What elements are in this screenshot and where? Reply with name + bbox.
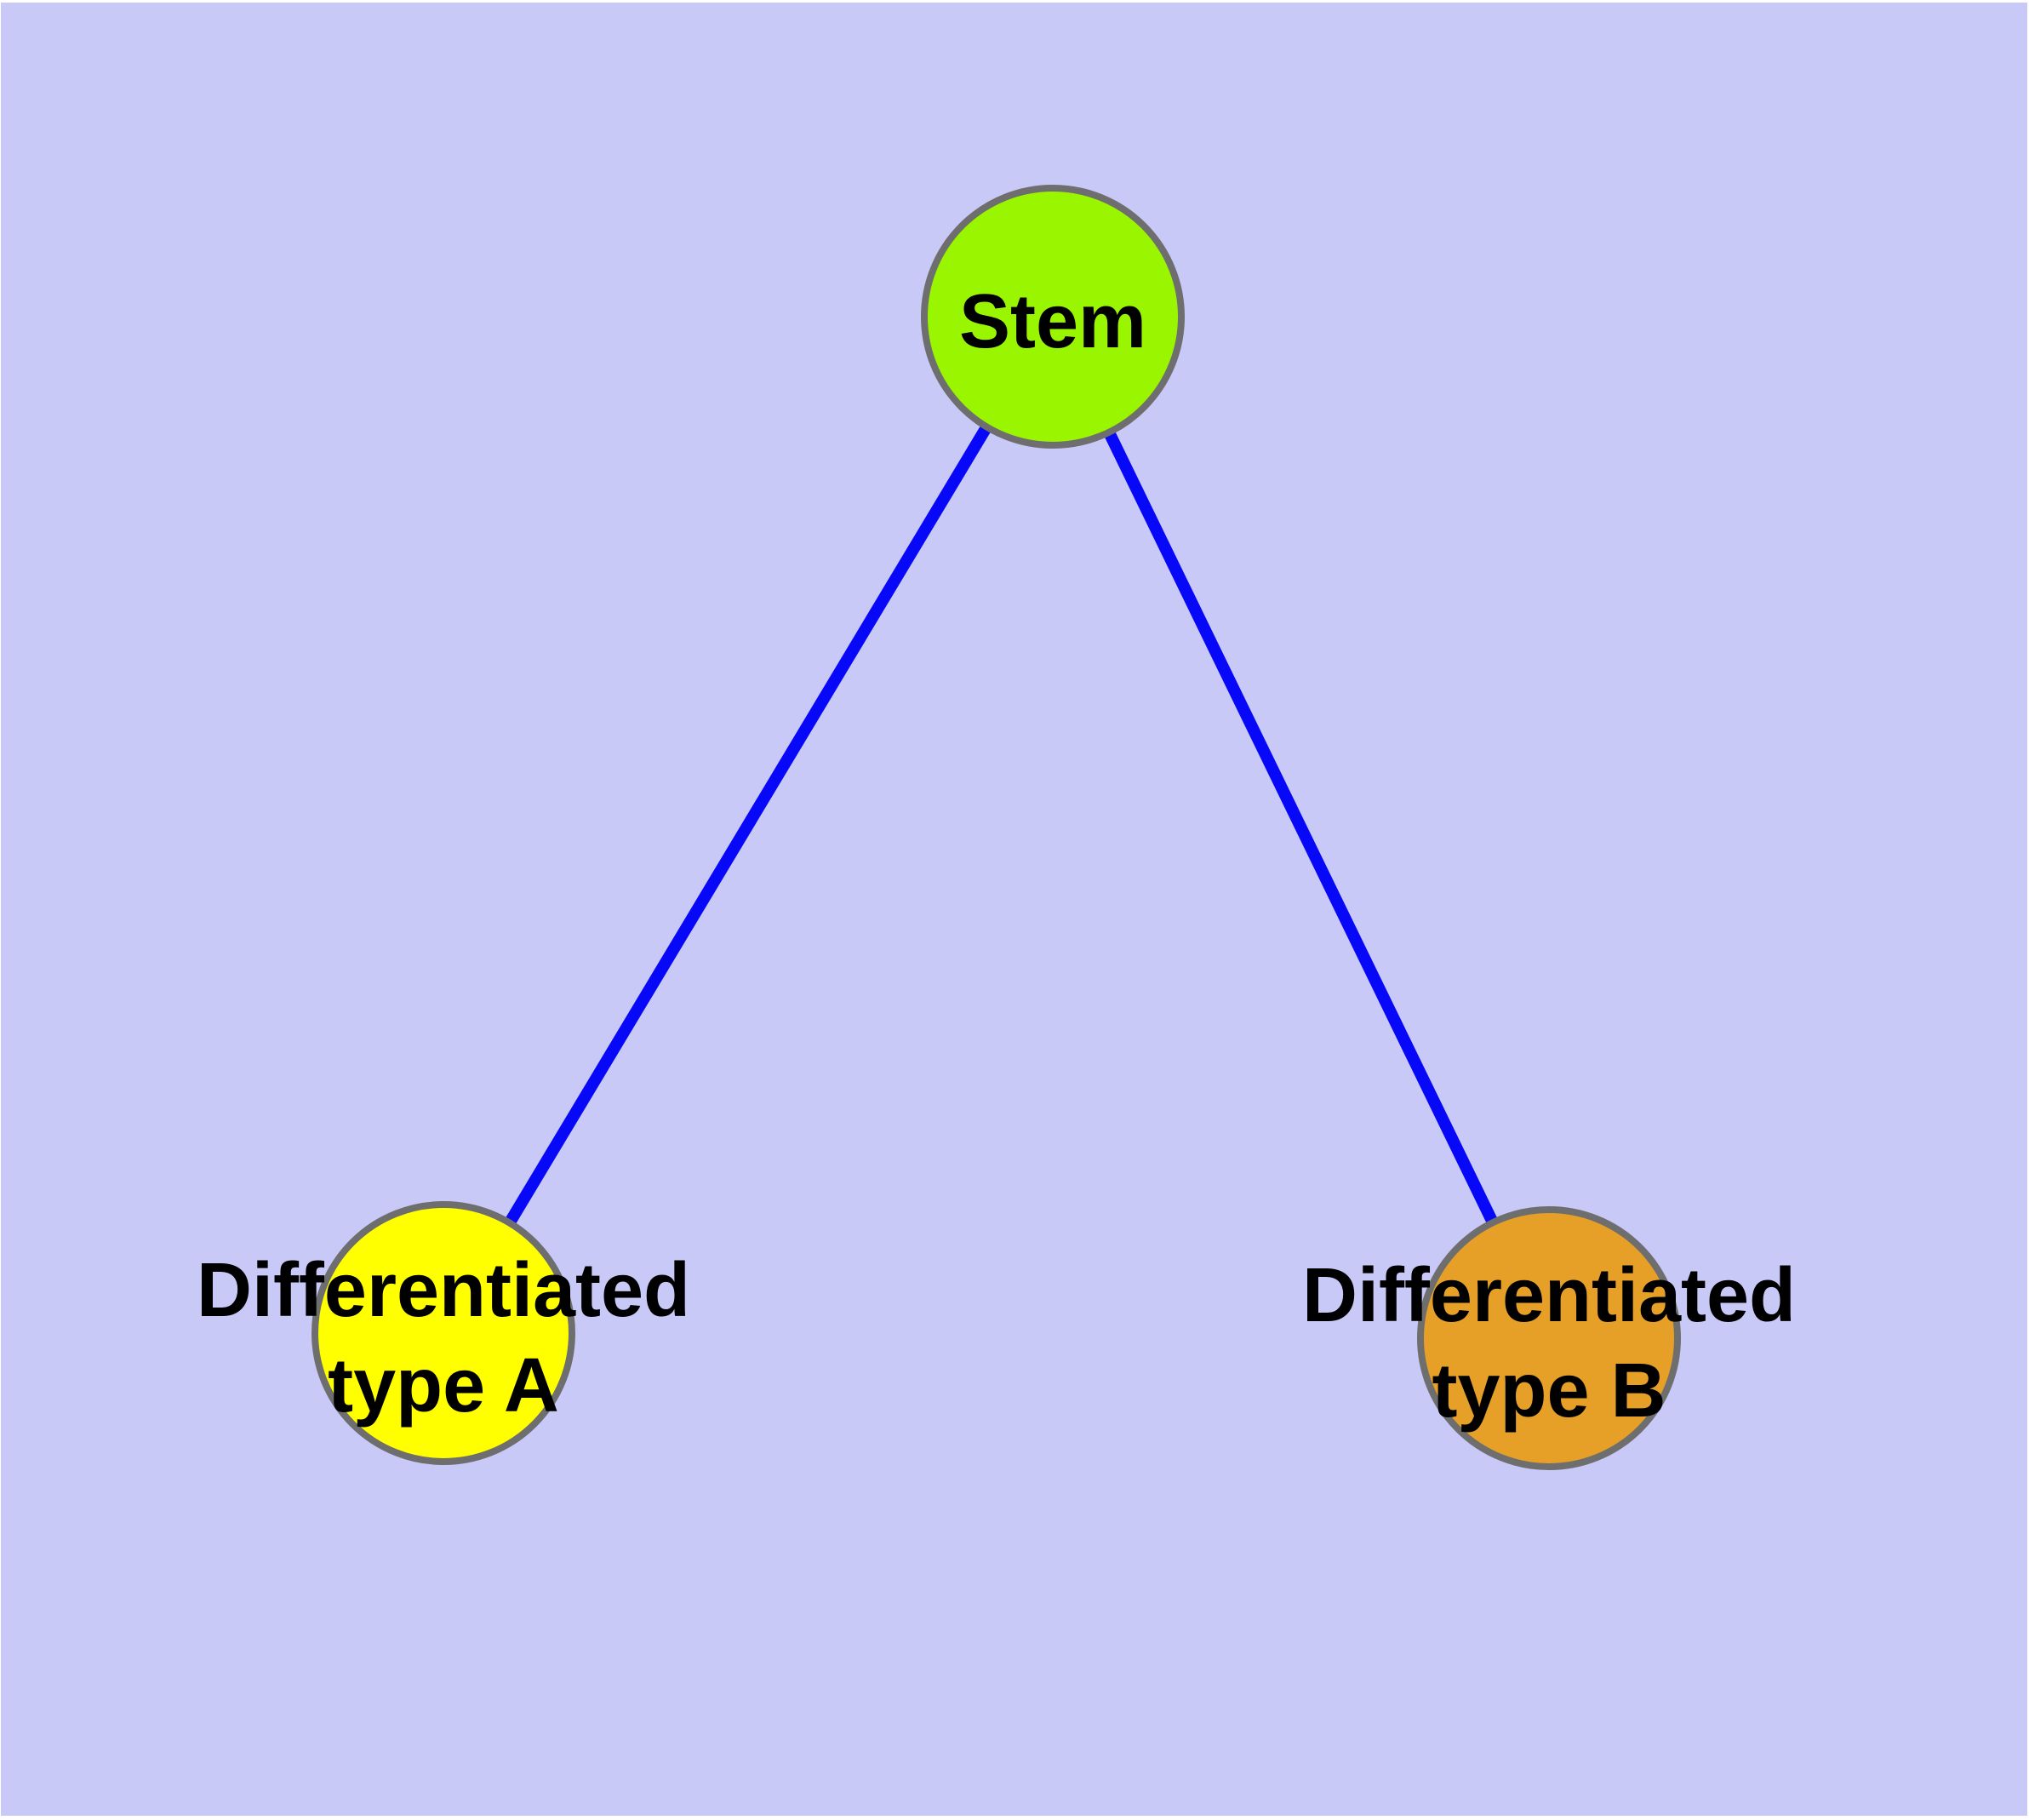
- node-differentiated-type-b[interactable]: [1417, 1206, 1681, 1470]
- node-label-type-b-line2: type B: [1432, 1348, 1666, 1434]
- node-label-type-a-line1: Differentiated: [197, 1248, 690, 1333]
- node-stem[interactable]: [921, 185, 1185, 449]
- edge-stem-to-type-a: [437, 313, 1059, 1336]
- edge-stem-to-type-b: [1047, 313, 1555, 1342]
- node-label-stem: Stem: [959, 279, 1146, 364]
- node-label-type-a-line2: type A: [328, 1343, 559, 1428]
- node-differentiated-type-a[interactable]: [311, 1201, 575, 1465]
- node-label-type-b-line1: Differentiated: [1302, 1253, 1796, 1338]
